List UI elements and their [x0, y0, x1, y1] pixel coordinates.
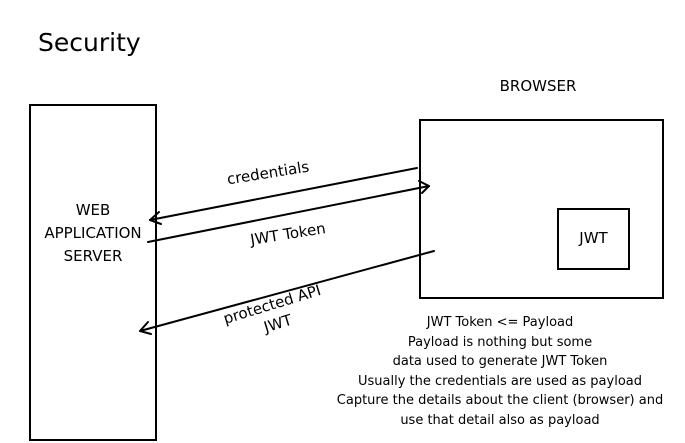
jwt-token-arrow [147, 180, 430, 243]
server-label-line: WEB [75, 201, 111, 219]
server-label-line: APPLICATION [44, 224, 142, 242]
jwt-label: JWT [579, 229, 608, 247]
note-line: Payload is nothing but some [407, 334, 593, 350]
note-line: Usually the credentials are used as payl… [357, 373, 642, 389]
page-title: Security [38, 28, 141, 57]
protected-api-arrow [139, 250, 435, 335]
web-application-server-box [29, 104, 157, 441]
server-label: WEB APPLICATION SERVER [29, 199, 157, 268]
jwt-box [557, 208, 630, 270]
note-line: Capture the details about the client (br… [336, 393, 664, 408]
server-label-line: SERVER [63, 247, 123, 265]
payload-notes: JWT Token <= Payload Payload is nothing … [326, 313, 674, 430]
credentials-arrow [149, 167, 418, 225]
note-line: data used to generate JWT Token [392, 354, 608, 369]
browser-label: BROWSER [499, 77, 577, 95]
note-line: JWT Token <= Payload [426, 315, 574, 330]
note-line: use that detail also as payload [400, 412, 600, 428]
